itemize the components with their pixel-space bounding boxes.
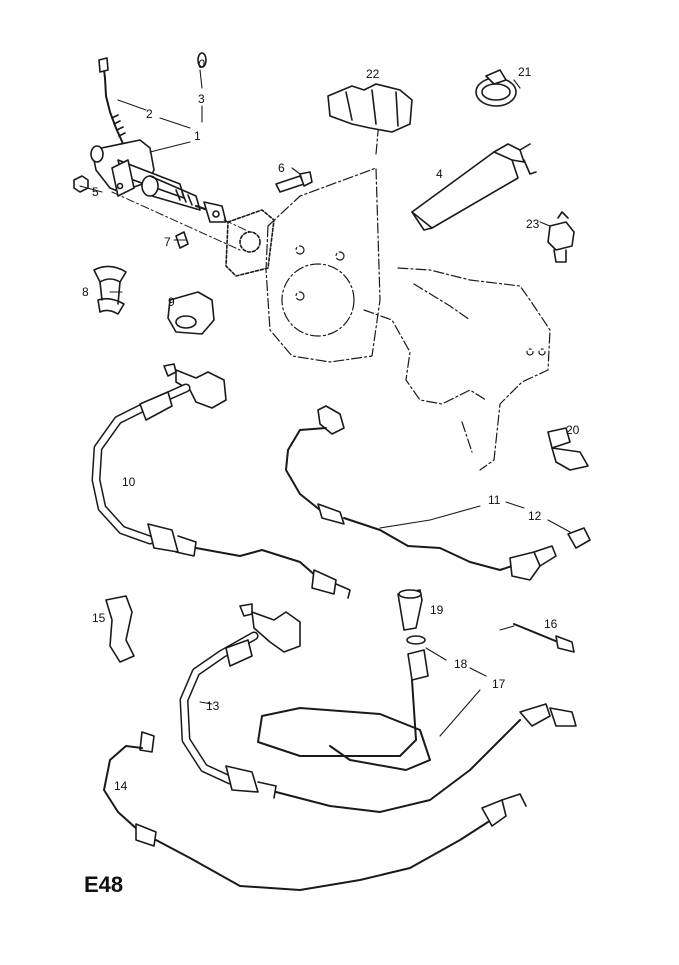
bleed-pin: [513, 623, 575, 653]
callout-18: 18: [454, 657, 468, 671]
sensor-part: [547, 211, 575, 263]
cylinder-assembly: [73, 57, 313, 277]
callout-7: 7: [164, 235, 171, 249]
sleeve-part: [411, 143, 537, 231]
pipe-assembly-11: [285, 405, 591, 581]
callout-13: 13: [206, 699, 220, 713]
leader-lines: [79, 69, 571, 737]
callout-17: 17: [492, 677, 506, 691]
callout-15: 15: [92, 611, 106, 625]
callout-3: 3: [198, 92, 205, 106]
callout-16: 16: [544, 617, 558, 631]
callout-10: 10: [122, 475, 136, 489]
hose-assembly-10: [91, 363, 351, 599]
o-ring: [197, 52, 207, 68]
callout-11: 11: [488, 493, 501, 507]
hose-assembly-13: [179, 603, 577, 813]
diagram-code: E48: [84, 872, 124, 897]
hose-clamp: [475, 69, 517, 107]
callout-2: 2: [146, 107, 153, 121]
spring-clip: [93, 265, 127, 315]
callout-labels: 0 1 2 3 4 5 6 7 8 9 10 11 12 13 14 15 16…: [82, 57, 580, 793]
callout-19: 19: [430, 603, 444, 617]
callout-20: 20: [566, 423, 580, 437]
callout-22: 22: [366, 67, 380, 81]
callout-9: 9: [168, 295, 175, 309]
callout-6: 6: [278, 161, 285, 175]
reservoir-fitting: [257, 589, 431, 771]
bracket-clip: [327, 83, 413, 133]
callout-12: 12: [528, 509, 542, 523]
callout-5: 5: [92, 185, 99, 199]
retaining-clip: [167, 291, 215, 335]
bracket-15: [105, 595, 135, 663]
callout-4: 4: [436, 167, 443, 181]
callout-0: 0: [198, 57, 205, 71]
callout-21: 21: [518, 65, 532, 79]
callout-23: 23: [526, 217, 540, 231]
pipe-union: [547, 427, 589, 471]
callout-14: 14: [114, 779, 128, 793]
callout-1: 1: [194, 129, 201, 143]
pipe-assembly-14: [103, 731, 527, 891]
callout-8: 8: [82, 285, 89, 299]
